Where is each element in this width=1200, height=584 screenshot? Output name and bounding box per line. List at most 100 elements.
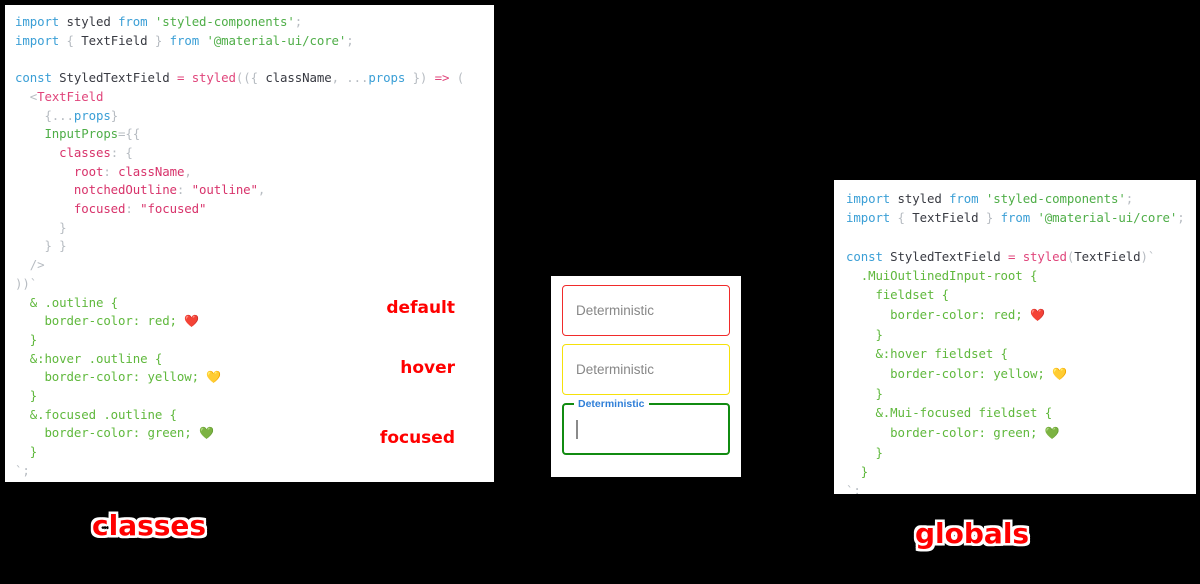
code-line: const StyledTextField = styled(TextField… [846,247,1184,266]
code-line [15,50,484,69]
code-token: '@material-ui/core' [1037,210,1178,226]
code-token: ( [1066,248,1075,264]
code-line: } [846,325,1184,344]
code-token: } [15,444,38,460]
code-line: } [15,331,484,350]
code-token: import [15,32,60,48]
code-token: from [1000,210,1031,226]
code-token: fieldset { [846,287,950,303]
code-token: '@material-ui/core' [206,32,347,48]
code-line: border-color: yellow; 💛 [15,368,484,387]
code-token: StyledTextField [51,70,177,86]
code-token: notchedOutline [15,182,177,198]
code-token: TextField [1074,248,1141,264]
code-line: `; [846,481,1184,494]
code-line: border-color: green; 💚 [15,424,484,443]
code-token: import [15,14,60,29]
code-line: focused: "focused" [15,200,484,219]
code-line: /> [15,256,484,275]
code-line: const StyledTextField = styled(({ classN… [15,69,484,88]
textfield-hover-value: Deterministic [576,362,655,377]
code-token: styled [890,191,950,206]
code-token: {... [15,107,74,123]
state-label-focused: focused [379,428,455,448]
code-token: { [59,32,82,48]
code-token: styled [59,14,119,29]
code-line: import styled from 'styled-components'; [846,189,1184,208]
code-token: , [331,70,347,86]
code-line: } [846,384,1184,403]
code-token: , [184,163,192,179]
code-token: import [846,210,891,226]
code-token: styled [191,70,236,86]
code-token: { [890,210,913,226]
code-token: ❤️ [184,314,200,329]
code-block-globals: import styled from 'styled-components'; i… [846,189,1185,494]
code-line: &.focused .outline { [15,406,484,425]
code-line: } [15,219,484,238]
code-line: InputProps={{ [15,125,484,144]
code-line: &:hover fieldset { [846,344,1184,363]
code-line: } [846,462,1184,481]
code-token: 'styled-components' [154,14,295,29]
textfield-default[interactable]: Deterministic [562,285,730,336]
code-token: } [147,32,170,48]
textfield-hover[interactable]: Deterministic [562,344,730,395]
code-line: notchedOutline: "outline", [15,181,484,200]
code-token: 💚 [199,426,214,441]
code-line: {...props} [15,107,484,126]
code-token: 💛 [1052,366,1067,381]
code-token: .MuiOutlinedInput-root { [846,268,1038,284]
code-token: } [15,331,38,347]
code-token: } [110,107,119,123]
code-line: classes: { [15,144,484,163]
code-token: const [15,70,52,86]
code-token: 💛 [206,370,222,385]
code-token: TextField [912,210,979,226]
code-block-classes: import styled from 'styled-components';i… [15,13,484,481]
code-token: border-color: red; [15,313,185,329]
code-token [1015,249,1022,264]
code-token: ))` [15,275,38,291]
textfield-demo-panel: Deterministic Deterministic Deterministi… [551,276,741,477]
code-line: &.Mui-focused fieldset { [846,403,1184,422]
code-token: & .outline { [15,294,119,310]
code-token: : [103,163,119,179]
state-label-default: default [386,298,455,318]
code-token: } [846,444,883,460]
code-token: )` [1140,248,1156,264]
code-token [979,191,986,206]
code-line [846,228,1184,247]
code-token [148,14,155,29]
code-line: } [846,443,1184,462]
code-token: styled [1022,248,1067,264]
code-token: ; [294,14,303,29]
code-panel-classes: import styled from 'styled-components';i… [5,5,494,482]
code-line: } [15,443,484,462]
code-token: border-color: yellow; [846,365,1053,381]
code-line: & .outline { [15,294,484,313]
code-line: } } [15,237,484,256]
code-line: import styled from 'styled-components'; [15,13,484,32]
code-token: "focused" [140,201,207,217]
code-token: InputProps [15,126,119,142]
code-panel-globals: import styled from 'styled-components'; i… [834,180,1196,494]
code-token: TextField [37,88,104,104]
code-token: } } [15,238,67,254]
textfield-focused[interactable]: Deterministic [562,398,730,455]
code-token [184,70,191,85]
code-token: } [846,327,883,343]
textfield-focused-notched-outline: Deterministic [562,398,730,455]
code-line: `; [15,462,484,481]
code-line: border-color: red; ❤️ [15,312,484,331]
code-token: border-color: green; [15,425,199,441]
code-line: import { TextField } from '@material-ui/… [15,32,484,51]
text-caret [576,420,578,439]
code-token: ( [449,70,465,86]
textfield-default-value: Deterministic [576,303,655,318]
code-token: &.Mui-focused fieldset { [846,405,1053,421]
code-token: = [176,70,185,86]
code-token: ; [1125,191,1134,206]
code-line: } [15,387,484,406]
code-token: className [265,70,332,86]
